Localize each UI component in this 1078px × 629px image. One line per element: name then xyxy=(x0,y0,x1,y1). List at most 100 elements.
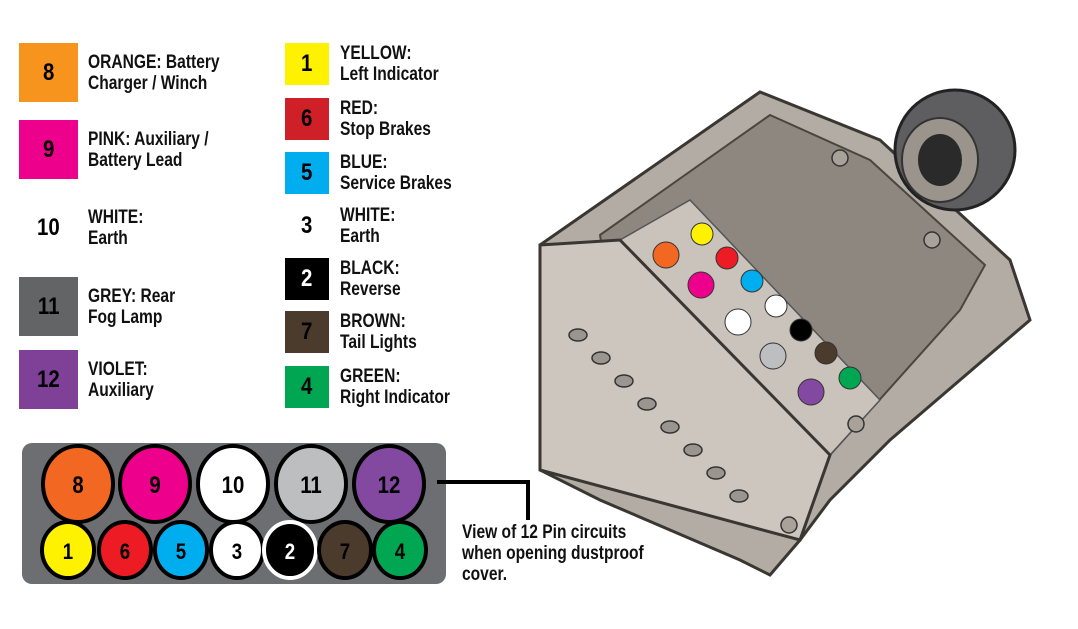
screw-icon xyxy=(923,231,941,249)
swatch-5: 5 xyxy=(285,152,329,194)
swatch-1: 1 xyxy=(285,43,329,85)
legend-label: BLUE:Service Brakes xyxy=(340,152,452,194)
legend-text: Auxiliary xyxy=(88,379,154,401)
screw-icon xyxy=(847,415,865,433)
contact-screw xyxy=(729,489,749,503)
legend-text: VIOLET: xyxy=(88,358,148,380)
swatch-6: 6 xyxy=(285,98,329,140)
contact-screw xyxy=(706,466,726,480)
plug-pin-5 xyxy=(740,269,764,293)
legend-text: BLACK: xyxy=(340,258,400,279)
legend-label: WHITE:Earth xyxy=(88,207,143,249)
legend-text: Reverse xyxy=(340,279,401,300)
contact-screw xyxy=(568,328,588,342)
legend-text: BLUE: xyxy=(340,152,388,173)
legend-text: RED: xyxy=(340,98,379,119)
swatch-8: 8 xyxy=(19,43,78,102)
swatch-10: 10 xyxy=(19,198,78,257)
pin-circle-2 xyxy=(262,520,318,580)
pin-number: 6 xyxy=(301,105,313,132)
legend-text: GREEN: xyxy=(340,366,401,387)
legend-label: BLACK:Reverse xyxy=(340,258,401,300)
swatch-9: 9 xyxy=(19,120,78,179)
pin-label: 10 xyxy=(222,471,245,498)
pin-circle-11 xyxy=(274,444,348,524)
pin-label: 9 xyxy=(149,471,160,498)
screw-icon xyxy=(780,516,798,534)
legend-label: PINK: Auxiliary /Battery Lead xyxy=(88,129,209,171)
plug-pin-12 xyxy=(797,378,825,406)
contact-screw xyxy=(637,397,657,411)
contact-screw xyxy=(683,443,703,457)
legend-text: PINK: Auxiliary / xyxy=(88,128,209,150)
legend-text: Service Brakes xyxy=(340,173,452,194)
pin-number: 10 xyxy=(37,213,60,241)
swatch-7: 7 xyxy=(285,311,329,353)
note-line: when opening dustproof xyxy=(462,543,644,564)
pin-number: 9 xyxy=(42,135,55,163)
pin-view-note: View of 12 Pin circuits when opening dus… xyxy=(462,522,644,585)
legend-text: Left Indicator xyxy=(340,64,439,85)
pin-number: 2 xyxy=(301,265,313,292)
swatch-2: 2 xyxy=(285,258,329,300)
legend-text: YELLOW: xyxy=(340,43,412,64)
screw-icon xyxy=(831,149,849,167)
legend-text: WHITE: xyxy=(88,206,144,228)
legend-text: Right Indicator xyxy=(340,387,450,408)
pin-circle-5 xyxy=(153,520,209,580)
pin-label: 11 xyxy=(300,471,322,498)
contact-screw xyxy=(591,351,611,365)
note-line: cover. xyxy=(462,564,508,585)
plug-pin-11 xyxy=(759,342,787,370)
legend-text: WHITE: xyxy=(340,205,396,226)
pin-label: 7 xyxy=(340,541,350,565)
note-line: View of 12 Pin circuits xyxy=(462,522,627,543)
pin-label: 12 xyxy=(378,471,401,498)
pin-label: 1 xyxy=(63,541,73,565)
swatch-12: 12 xyxy=(19,350,78,409)
pin-label: 4 xyxy=(395,541,406,565)
plug-pin-4 xyxy=(838,366,862,390)
legend-text: GREY: Rear xyxy=(88,285,176,307)
plug-front-face xyxy=(538,238,832,542)
pin-number: 3 xyxy=(301,212,313,239)
legend-label: RED:Stop Brakes xyxy=(340,98,431,140)
pin-label: 2 xyxy=(285,541,295,565)
legend-text: Battery Lead xyxy=(88,149,183,171)
pin-number: 12 xyxy=(37,365,60,393)
pin-number: 8 xyxy=(42,58,55,86)
pin-number: 7 xyxy=(301,318,313,345)
pin-circle-1 xyxy=(40,520,96,580)
contact-screw xyxy=(614,374,634,388)
plug-pin-1 xyxy=(690,222,714,246)
legend-text: Earth xyxy=(88,227,128,249)
plug-pin-3 xyxy=(764,294,788,318)
pin-circle-9 xyxy=(118,444,192,524)
legend-label: YELLOW:Left Indicator xyxy=(340,43,439,85)
legend-text: Charger / Winch xyxy=(88,72,208,94)
pin-label: 3 xyxy=(232,541,242,565)
pin-label: 8 xyxy=(72,471,83,498)
pin-number: 5 xyxy=(301,159,313,186)
legend-label: BROWN:Tail Lights xyxy=(340,311,417,353)
pin-label: 6 xyxy=(120,541,130,565)
contact-screw xyxy=(660,420,680,434)
legend-label: GREEN:Right Indicator xyxy=(340,366,450,408)
legend-text: BROWN: xyxy=(340,311,406,332)
plug-pin-9 xyxy=(687,271,715,299)
pin-circle-6 xyxy=(97,520,153,580)
callout-line xyxy=(437,480,530,520)
legend-label: VIOLET:Auxiliary xyxy=(88,359,154,401)
legend-text: Fog Lamp xyxy=(88,306,163,328)
pin-number: 1 xyxy=(301,50,313,77)
plug-pin-7 xyxy=(814,341,838,365)
plug-pin-6 xyxy=(715,246,739,270)
cable-entry-hole xyxy=(918,134,962,186)
legend-text: Earth xyxy=(340,226,380,247)
legend-text: Tail Lights xyxy=(340,332,417,353)
plug-pin-2 xyxy=(789,318,813,342)
swatch-3: 3 xyxy=(285,205,329,247)
